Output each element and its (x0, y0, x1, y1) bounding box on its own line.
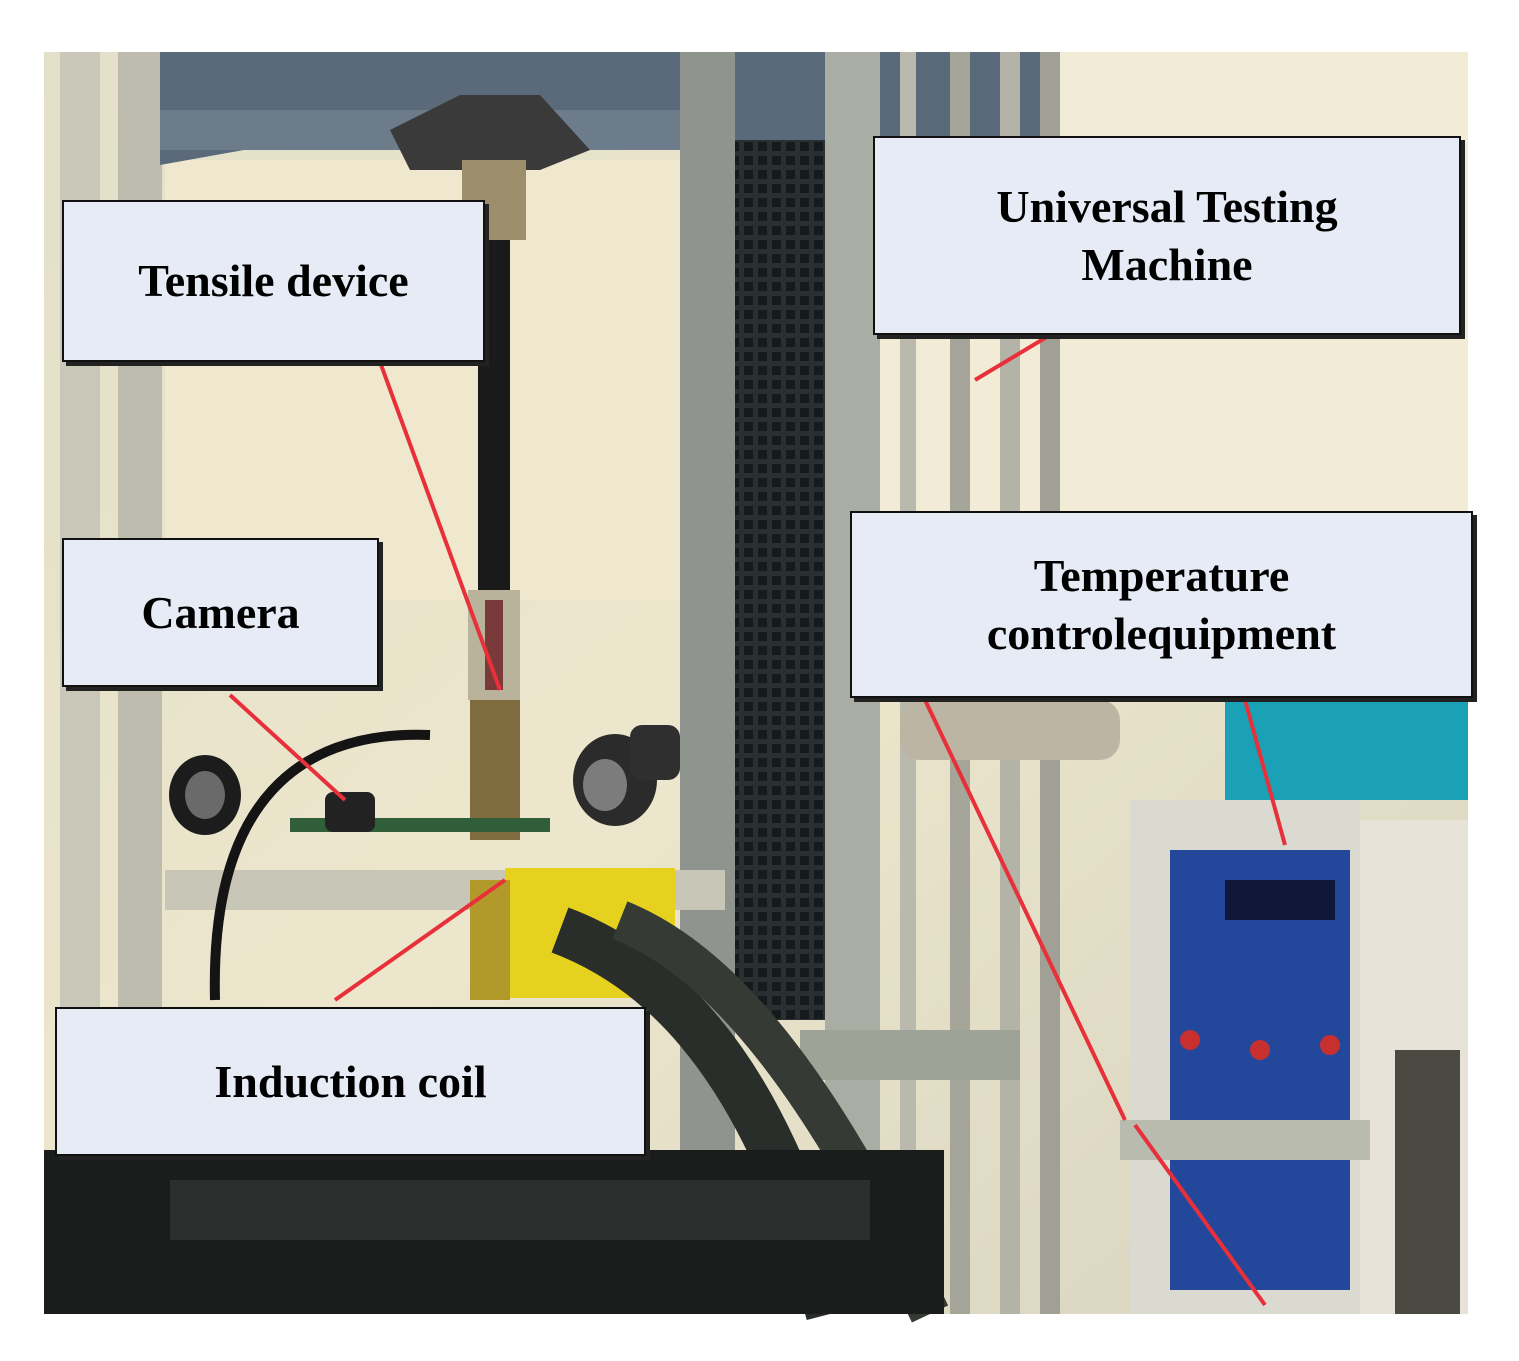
horizontal-rail-right (800, 1030, 1020, 1080)
leader-line-tce-2 (1243, 699, 1287, 846)
upper-clamp (390, 95, 590, 170)
gray-box-top (900, 700, 1120, 760)
small-camera-body (325, 792, 375, 832)
label-tensile-device: Tensile device (62, 200, 485, 362)
tce-handle-rail (1120, 1120, 1370, 1160)
lower-bench (170, 1180, 870, 1240)
leader-line-camera (228, 693, 347, 802)
camera-right (573, 725, 680, 826)
tce-knob-1 (1180, 1030, 1200, 1050)
tce-knob-3 (1320, 1035, 1340, 1055)
camera-left (169, 755, 241, 835)
label-camera-text: Camera (141, 586, 300, 638)
leader-line-tensile (378, 361, 502, 691)
specimen (485, 600, 503, 690)
label-induction-coil-text: Induction coil (214, 1055, 487, 1107)
monitor-screen (1225, 700, 1468, 800)
leader-line-induction (333, 878, 507, 1002)
column-grid (735, 140, 825, 1020)
yellow-fixture-shade (470, 880, 510, 1000)
leader-line-tce (923, 699, 1127, 1121)
tce-knob-2 (1250, 1040, 1270, 1060)
tce-side-slot (1395, 1050, 1460, 1314)
label-universal-testing-machine-text: Universal Testing Machine (996, 180, 1338, 290)
label-tensile-device-text: Tensile device (138, 255, 409, 306)
label-camera: Camera (62, 538, 379, 687)
leader-line-utm (973, 333, 1052, 382)
label-induction-coil: Induction coil (55, 1007, 646, 1156)
cable-arc (209, 729, 431, 1001)
leader-line-tce-3 (1133, 1123, 1267, 1307)
tce-display (1225, 880, 1335, 920)
label-temperature-control-equipment: Temperature controlequipment (850, 511, 1473, 698)
label-temperature-control-equipment-text: Temperature controlequipment (986, 549, 1337, 659)
label-universal-testing-machine: Universal Testing Machine (873, 136, 1461, 335)
specimen-grip (470, 700, 520, 840)
column-outer (680, 52, 735, 1314)
